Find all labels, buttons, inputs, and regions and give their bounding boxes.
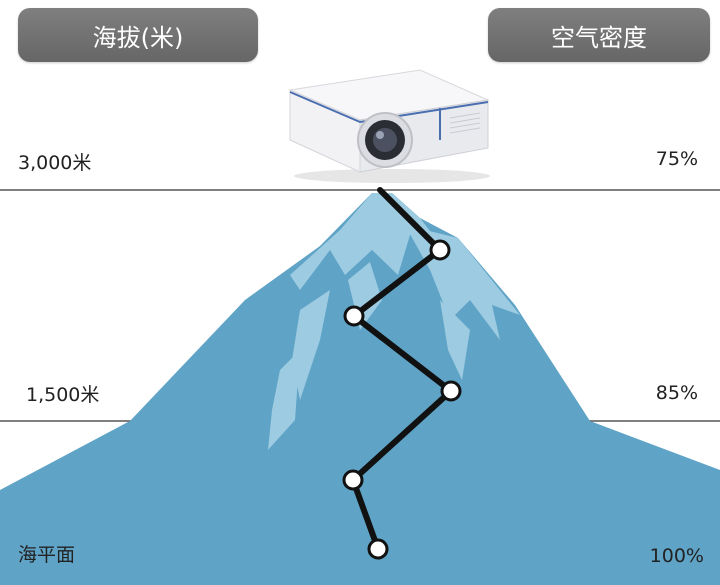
route-point-2 (343, 305, 365, 327)
route-point-5 (367, 538, 389, 560)
route-point-4 (342, 469, 364, 491)
altitude-header: 海拔(米) (18, 8, 258, 62)
altitude-label-3000: 3,000米 (18, 152, 92, 174)
route-point-1 (429, 239, 451, 261)
density-label-100: 100% (649, 545, 704, 567)
air-density-header: 空气密度 (488, 8, 710, 62)
mountain (0, 193, 720, 585)
route-points (342, 239, 462, 560)
altitude-label-sea-level: 海平面 (18, 544, 76, 566)
altitude-label-1500: 1,500米 (26, 384, 100, 406)
route-point-3 (440, 380, 462, 402)
projector-icon (288, 69, 490, 183)
route-line (350, 187, 454, 552)
density-label-75: 75% (655, 148, 698, 170)
density-label-85: 85% (655, 382, 698, 404)
